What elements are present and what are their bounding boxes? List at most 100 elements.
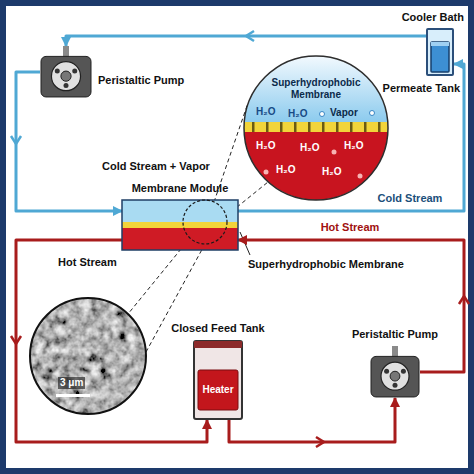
pump-roller xyxy=(393,383,398,388)
pump-roller xyxy=(384,369,389,374)
scale-bar xyxy=(56,394,90,397)
beaker-shape xyxy=(431,42,449,72)
flow-chevron xyxy=(11,136,21,144)
pump-tube xyxy=(392,346,398,357)
molecule-label: H₂O xyxy=(344,140,363,152)
pipe-connector xyxy=(229,398,395,442)
pore xyxy=(280,122,283,132)
sem-texture xyxy=(30,298,146,414)
pump-roller xyxy=(72,69,77,74)
node-label: Permeate Tank xyxy=(383,82,460,95)
stream-label: Hot Stream xyxy=(319,221,382,234)
node-label: Closed Feed Tank xyxy=(171,322,264,335)
cooler-bath: Cooler BathPermeate Tank xyxy=(426,28,454,76)
zoom-line xyxy=(146,244,205,352)
pump-roller xyxy=(401,369,406,374)
flow-chevron xyxy=(246,31,254,41)
pipe-connector xyxy=(238,64,464,211)
module-outline xyxy=(122,200,238,250)
text-holder: Closed Feed Tank xyxy=(171,322,264,335)
flow-chevron xyxy=(11,336,21,344)
text-holder: Vapor xyxy=(330,107,358,119)
pore xyxy=(294,122,297,132)
heater: Heater xyxy=(198,370,238,410)
vapor-label: Vapor xyxy=(330,107,358,119)
peristaltic-pump: Peristaltic Pump xyxy=(40,46,92,98)
stream-label: Cold Stream + Vapor xyxy=(102,160,210,173)
peristaltic-pump: Peristaltic Pump xyxy=(370,346,420,398)
text-holder: Superhydrophobic Membrane xyxy=(266,77,366,100)
permeate-tank: Permeate Tank xyxy=(431,42,449,72)
pore xyxy=(308,122,311,132)
membrane-pores xyxy=(252,122,381,132)
pore xyxy=(336,122,339,132)
scale-label: 3 μm xyxy=(58,377,85,389)
hot-side xyxy=(244,132,388,200)
pump-body xyxy=(41,56,91,97)
molecule-label: H₂O xyxy=(300,142,319,154)
beaker-body xyxy=(431,42,449,72)
molecule-label: H₂O xyxy=(288,108,307,120)
zoom-marker xyxy=(183,200,227,244)
text-holder: H₂O xyxy=(256,106,275,118)
text-holder: H₂O xyxy=(300,142,319,154)
cold-side xyxy=(244,56,388,122)
pump-body xyxy=(371,356,419,397)
text-holder: Cold Stream xyxy=(376,192,445,205)
pump-rotor xyxy=(390,371,400,381)
text-holder: Hot Stream xyxy=(58,256,117,269)
bath-body xyxy=(427,29,453,75)
text-holder: Peristaltic Pump xyxy=(98,74,184,87)
text-holder: H₂O xyxy=(288,108,307,120)
frame xyxy=(3,3,471,471)
molecule-label: H₂O xyxy=(256,106,275,118)
pore xyxy=(322,122,325,132)
tank-body xyxy=(194,341,242,419)
leader-line xyxy=(240,232,250,255)
hot-channel xyxy=(122,228,238,250)
vapor-bubble xyxy=(320,112,325,117)
pump-shape xyxy=(370,346,420,398)
text-holder: Cold Stream + Vapor xyxy=(102,160,210,173)
text-holder: Superhydrophobic Membrane xyxy=(248,258,404,271)
text-holder: H₂O xyxy=(322,166,341,178)
node-label: Membrane Module xyxy=(132,182,229,195)
text-holder: Membrane Module xyxy=(132,182,229,195)
node-label: Peristaltic Pump xyxy=(98,74,184,87)
pump-shape xyxy=(40,46,92,98)
text-holder: Heater xyxy=(198,370,238,410)
membrane-label: Superhydrophobic Membrane xyxy=(266,77,366,100)
molecule-dot xyxy=(358,174,363,179)
molecule-label: H₂O xyxy=(256,140,275,152)
zoom-view xyxy=(244,56,388,200)
text-holder: 3 μm xyxy=(58,377,85,389)
text-holder: H₂O xyxy=(276,164,295,176)
pump-head xyxy=(381,362,409,390)
molecule-dot xyxy=(332,150,337,155)
pore xyxy=(378,122,381,132)
stream-label: Cold Stream xyxy=(376,192,445,205)
pump-tube xyxy=(63,46,69,57)
flow-chevron xyxy=(459,296,469,304)
module-shape xyxy=(122,200,238,250)
pipe-connector xyxy=(66,36,426,46)
membrane-label: Superhydrophobic Membrane xyxy=(248,258,404,271)
text-holder: H₂O xyxy=(256,140,275,152)
node-label: Heater xyxy=(202,384,233,396)
membrane-module: Membrane Module xyxy=(122,200,238,250)
text-holder: H₂O xyxy=(344,140,363,152)
pipe-connector xyxy=(16,240,207,442)
tank-lid xyxy=(194,341,242,348)
pore xyxy=(252,122,255,132)
heater-body xyxy=(198,370,238,410)
text-holder: Permeate Tank xyxy=(383,82,460,95)
pipe-connector xyxy=(238,240,464,372)
molecule-label: H₂O xyxy=(276,164,295,176)
sem-image xyxy=(30,298,146,414)
pump-head xyxy=(51,62,80,91)
cold-channel xyxy=(122,200,238,222)
pore xyxy=(266,122,269,132)
sem-outline xyxy=(30,298,146,414)
node-label: Peristaltic Pump xyxy=(352,328,438,341)
